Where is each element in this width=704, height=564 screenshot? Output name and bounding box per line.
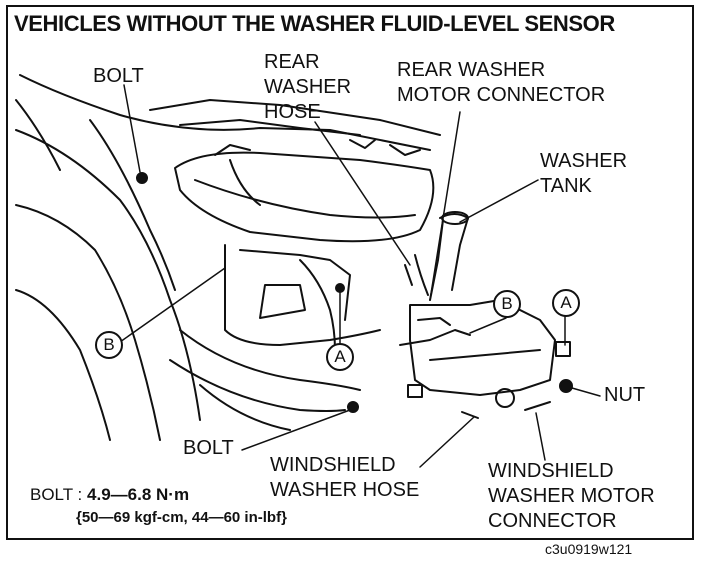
label-windshield-washer-motor-connector: WINDSHIELD WASHER MOTOR CONNECTOR <box>488 459 655 534</box>
torque-spec-prefix: BOLT : <box>30 485 88 504</box>
figure-code: c3u0919w121 <box>545 541 633 557</box>
diagram-title: VEHICLES WITHOUT THE WASHER FLUID-LEVEL … <box>14 11 615 36</box>
torque-spec-value: 4.9—6.8 N·m <box>87 485 190 504</box>
label-line: WINDSHIELD <box>270 454 396 476</box>
label-line: TANK <box>540 175 592 197</box>
label-bolt-bottom: BOLT <box>183 437 234 459</box>
label-rear-washer-hose: REAR WASHER HOSE <box>264 50 351 125</box>
callout-b-right: B <box>493 290 521 318</box>
callout-a-left: A <box>326 343 354 371</box>
label-line: MOTOR CONNECTOR <box>397 84 606 106</box>
callout-a-right: A <box>552 289 580 317</box>
label-line: REAR <box>264 51 320 73</box>
radiator-support <box>149 99 441 156</box>
washer-tank <box>399 211 571 408</box>
bumper-bracket <box>169 244 381 431</box>
callout-b-left: B <box>95 331 123 359</box>
label-rear-washer-motor-connector: REAR WASHER MOTOR CONNECTOR <box>397 58 605 108</box>
label-line: WASHER MOTOR <box>488 485 655 507</box>
label-windshield-washer-hose: WINDSHIELD WASHER HOSE <box>270 453 419 503</box>
label-line: WASHER <box>264 76 352 98</box>
headlamp <box>174 151 435 243</box>
label-line: WASHER <box>540 150 628 172</box>
label-line: HOSE <box>264 101 321 123</box>
torque-spec: BOLT : 4.9—6.8 N·m <box>30 485 189 505</box>
diagram-frame <box>6 5 694 540</box>
label-line: CONNECTOR <box>488 510 617 532</box>
label-washer-tank: WASHER TANK <box>540 149 627 199</box>
label-nut: NUT <box>604 384 646 406</box>
label-line: REAR WASHER <box>397 59 546 81</box>
torque-spec-detail: {50—69 kgf-cm, 44—60 in-lbf} <box>76 509 287 526</box>
label-line: WASHER HOSE <box>270 479 420 501</box>
fender-body <box>15 74 431 441</box>
fasteners <box>136 172 573 413</box>
leader-lines <box>119 84 601 468</box>
hoses <box>404 254 551 419</box>
label-bolt-top: BOLT <box>93 65 144 87</box>
label-line: WINDSHIELD <box>488 460 614 482</box>
